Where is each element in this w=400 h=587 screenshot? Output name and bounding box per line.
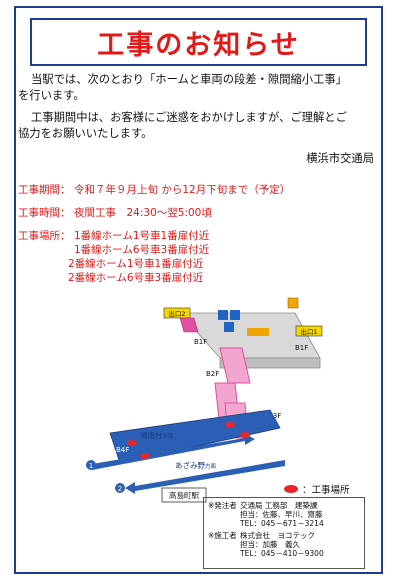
period-row: 工事期間： 令和７年９月上旬 から12月下旬まで（予定） bbox=[18, 183, 358, 197]
contractor-line: 担当：加藤 義久 bbox=[240, 540, 300, 549]
place-item: 2番線ホーム6号車3番扉付近 bbox=[68, 272, 204, 284]
intro-paragraph-2: 工事期間中は、お客様にご迷惑をおかけしますが、ご理解とご協力をお願いいたします。 bbox=[18, 111, 347, 140]
stairs-b1-b2 bbox=[219, 347, 251, 384]
place-row: 工事場所： 1番線ホーム1号車1番扉付近 1番線ホーム6号車3番扉付近 2番線ホ… bbox=[18, 229, 358, 285]
upper-direction-arrow bbox=[92, 434, 255, 470]
track1-number: 1 bbox=[89, 462, 93, 470]
toilet-icon bbox=[218, 310, 228, 320]
orderer-line: 交通局 工務部 建築課 bbox=[240, 501, 318, 510]
period-value: 令和７年９月上旬 から12月下旬まで（予定） bbox=[74, 184, 291, 196]
accessible-icon bbox=[224, 322, 234, 332]
b2f-label: B2F bbox=[206, 370, 219, 378]
orderer-contact: ※発注者 交通局 工務部 建築課 担当：佐藤、早川、齋藤 TEL：045－671… bbox=[208, 501, 360, 528]
time-label: 工事時間： bbox=[18, 207, 71, 219]
issuer-name: 横浜市交通局 bbox=[306, 152, 374, 165]
lower-direction-arrow bbox=[125, 460, 285, 494]
legend: ：工事場所 bbox=[284, 482, 350, 496]
upper-direction-label: 湘南台方面 bbox=[140, 430, 174, 440]
legend-label: ：工事場所 bbox=[302, 485, 350, 496]
place-item: 2番線ホーム1号車1番扉付近 bbox=[68, 258, 204, 270]
work-marker bbox=[140, 453, 150, 459]
info-icon bbox=[287, 297, 299, 309]
contractor-line: TEL：045－410－9300 bbox=[240, 549, 324, 558]
work-marker-legend-icon bbox=[284, 485, 298, 493]
exit2-sign bbox=[163, 307, 191, 319]
place-list: 1番線ホーム1号車1番扉付近 1番線ホーム6号車3番扉付近 2番線ホーム1号車1… bbox=[68, 229, 210, 285]
b1f-right-label: B1F bbox=[295, 344, 308, 352]
contractor-line: 株式会社 ヨコテック bbox=[240, 531, 315, 540]
orderer-line: TEL：045－671－3214 bbox=[240, 519, 324, 528]
place-item: 1番線ホーム6号車3番扉付近 bbox=[74, 244, 210, 256]
b3f-label: B3F bbox=[268, 412, 281, 420]
exit1-sign bbox=[295, 325, 323, 337]
intro-paragraph-1: 当駅では、次のとおり「ホームと車両の段差・隙間縮小工事」を行います。 bbox=[18, 73, 347, 102]
orderer-line: 担当：佐藤、早川、齋藤 bbox=[240, 510, 323, 519]
b4f-platform bbox=[109, 409, 281, 464]
work-marker bbox=[225, 422, 235, 428]
time-row: 工事時間： 夜間工事 24:30～翌5:00頃 bbox=[18, 206, 358, 220]
b1f-left-label: B1F bbox=[194, 338, 207, 346]
contractor-contact: ※施工者 株式会社 ヨコテック 担当：加藤 義久 TEL：045－410－930… bbox=[208, 531, 360, 558]
track2-number: 2 bbox=[118, 485, 122, 493]
intro-text: 当駅では、次のとおり「ホームと車両の段差・隙間縮小工事」を行います。 工事期間中… bbox=[18, 72, 348, 148]
exit2-stair-icon bbox=[179, 317, 199, 333]
station-name: 高島町駅 bbox=[169, 490, 199, 500]
exit1-label: 出口1 bbox=[300, 327, 317, 336]
lower-direction-label: あざみ野方面 bbox=[175, 460, 217, 470]
work-details: 工事期間： 令和７年９月上旬 から12月下旬まで（予定） 工事時間： 夜間工事 … bbox=[18, 183, 358, 294]
work-marker bbox=[240, 432, 250, 438]
place-label: 工事場所： bbox=[18, 230, 71, 242]
station-name-box bbox=[161, 487, 207, 503]
contact-box: ※発注者 交通局 工務部 建築課 担当：佐藤、早川、齋藤 TEL：045－671… bbox=[203, 497, 365, 569]
contractor-mark: ※施工者 bbox=[208, 531, 237, 540]
elevator-icon bbox=[230, 310, 240, 320]
track2-badge bbox=[115, 483, 125, 493]
time-value: 夜間工事 24:30～翌5:00頃 bbox=[74, 207, 212, 219]
title-box: 工事のお知らせ bbox=[30, 18, 367, 66]
ticket-gate-icon bbox=[247, 328, 269, 336]
exit2-label: 出口2 bbox=[168, 309, 185, 318]
track1-badge bbox=[86, 460, 96, 470]
work-marker bbox=[127, 440, 137, 446]
b4f-label: B4F bbox=[116, 446, 129, 454]
notice-title: 工事のお知らせ bbox=[97, 29, 300, 61]
station-diagram: 出口2 出口1 B1F B1F B2F B3F B4F 湘南台方面 あざみ野方面… bbox=[86, 297, 323, 503]
place-item: 1番線ホーム1号車1番扉付近 bbox=[74, 230, 210, 242]
period-label: 工事期間： bbox=[18, 184, 71, 196]
orderer-mark: ※発注者 bbox=[208, 501, 237, 510]
